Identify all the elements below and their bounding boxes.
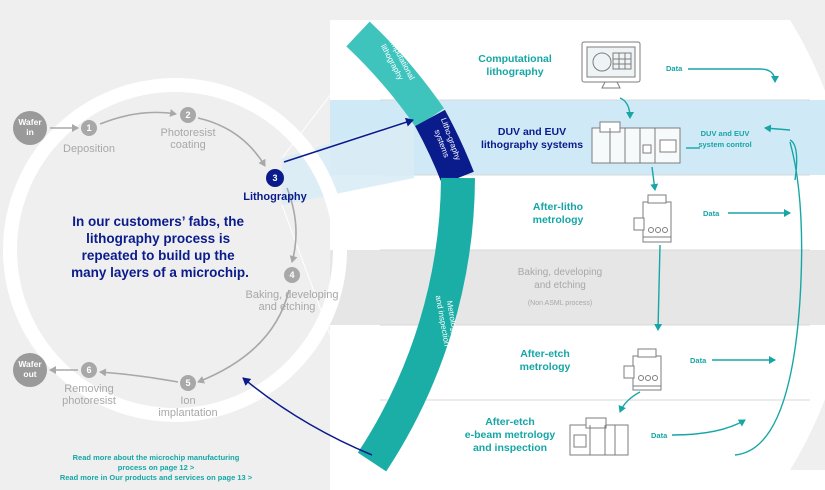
wafer-out-line1: Wafer <box>18 359 42 369</box>
step-5-label-line2: implantation <box>158 407 217 419</box>
center-line1: In our customers’ fabs, the <box>72 214 244 229</box>
step-2-label-line2: coating <box>170 139 205 151</box>
wafer-out-line2: out <box>23 369 36 379</box>
arrow-4-5 <box>197 289 290 384</box>
cycle-ring <box>3 78 347 422</box>
read-more-links: Read more about the microchip manufactur… <box>60 453 253 482</box>
flow-feedback-loop <box>734 141 803 456</box>
row-computational-line2: lithography <box>486 66 543 78</box>
row-baking-line2: and etching <box>534 280 586 291</box>
step-2-label-line1: Photoresist <box>160 127 215 139</box>
step-1: 1 Deposition <box>63 120 115 155</box>
data-label-2: Data <box>703 209 720 218</box>
flow-etch-to-ebeam <box>618 391 641 413</box>
wafer-in-line2: in <box>26 127 34 137</box>
step-6-number: 6 <box>86 365 91 375</box>
step-3-label: Lithography <box>243 191 307 203</box>
step-3-number: 3 <box>272 173 277 183</box>
link-manufacturing-line2[interactable]: process on page 12 > <box>118 463 195 472</box>
row-ebeam-line1: After-etch <box>485 416 535 428</box>
row-ebeam-line3: and inspection <box>473 442 547 454</box>
arrow-2-3 <box>197 117 266 167</box>
band-arc <box>346 21 475 472</box>
step-2-number: 2 <box>185 110 190 120</box>
after-litho-metrology-icon <box>633 194 672 243</box>
flow-data-ebeam <box>671 419 746 436</box>
wafer-out-node <box>13 353 47 387</box>
data-label-4: Data <box>651 431 668 440</box>
system-control-line1: DUV and EUV <box>701 129 750 138</box>
return-arrow <box>242 377 373 456</box>
lithography-machine-icon <box>591 121 681 164</box>
link-manufacturing-line1[interactable]: Read more about the microchip manufactur… <box>73 453 240 462</box>
data-flows <box>618 68 803 456</box>
flow-comp-to-litho <box>619 97 634 119</box>
data-label-3: Data <box>690 356 707 365</box>
arrow-3-4 <box>286 187 298 263</box>
step-4-label-line2: and etching <box>259 301 316 313</box>
row-litho-line2: lithography systems <box>481 139 583 151</box>
step-1-number: 1 <box>86 123 91 133</box>
row-ebeam-line2: e-beam metrology <box>465 429 556 441</box>
step-4-label-line1: Baking, developing <box>246 289 339 301</box>
center-statement: In our customers’ fabs, the lithography … <box>71 214 249 280</box>
ebeam-system-icon <box>569 417 629 456</box>
center-line4: many layers of a microchip. <box>71 265 249 280</box>
row-after-etch-line1: After-etch <box>520 348 570 360</box>
equipment-icons <box>569 41 681 456</box>
center-line3: repeated to build up the <box>82 248 235 263</box>
system-control-line2: system control <box>698 140 751 149</box>
computer-icon <box>581 41 641 89</box>
non-asml-row <box>330 250 825 325</box>
arrow-5-6 <box>99 368 179 383</box>
step-5-number: 5 <box>185 378 190 388</box>
after-etch-metrology-icon <box>623 348 662 391</box>
non-asml-note: (Non ASML process) <box>528 300 592 307</box>
row-computational-line1: Computational <box>478 53 552 65</box>
wafer-in-line1: Wafer <box>18 117 42 127</box>
data-labels: Data Data Data Data <box>651 64 720 440</box>
step-5-label-line1: Ion <box>180 395 195 407</box>
row-baking-line1: Baking, developing <box>518 267 603 278</box>
step-4-number: 4 <box>289 270 294 280</box>
step-6-label-line2: photoresist <box>62 395 116 407</box>
arrow-1-2 <box>99 109 177 125</box>
row-after-litho-line2: metrology <box>533 214 584 226</box>
step-1-label: Deposition <box>63 143 115 155</box>
lithography-beam <box>282 118 414 205</box>
row-litho-line1: DUV and EUV <box>498 126 566 138</box>
wafer-in-node <box>13 111 47 145</box>
center-line2: lithography process is <box>86 231 230 246</box>
step-3: 3 Lithography <box>243 169 308 203</box>
flow-litho-to-metrology <box>650 166 659 191</box>
step-6-label-line1: Removing <box>64 383 114 395</box>
data-label-1: Data <box>666 64 683 73</box>
link-products-services[interactable]: Read more in Our products and services o… <box>60 473 253 482</box>
step3-to-band-arrow <box>283 117 414 163</box>
row-after-etch-line2: metrology <box>520 361 571 373</box>
flow-metrology-to-etch <box>654 244 663 331</box>
row-after-litho-line1: After-litho <box>533 201 583 213</box>
